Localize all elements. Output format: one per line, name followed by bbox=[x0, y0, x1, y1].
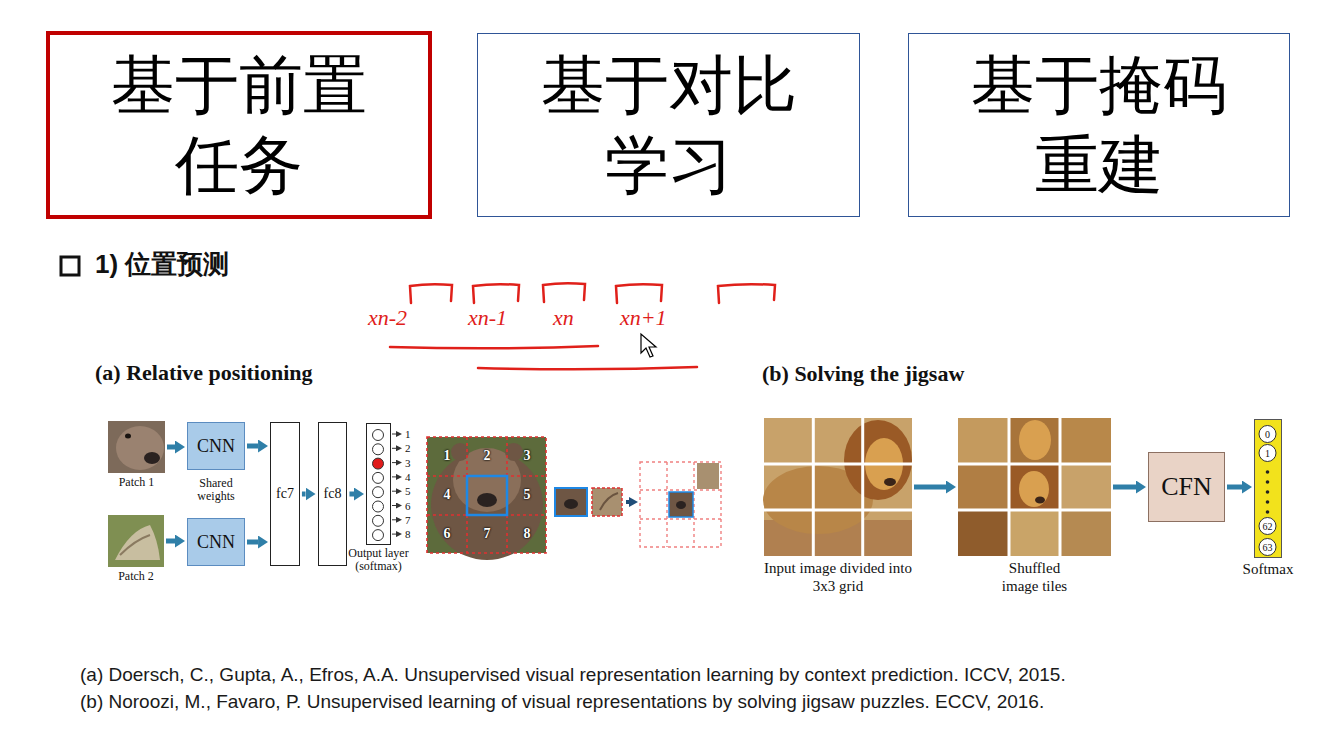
flow-arrow bbox=[1227, 485, 1242, 490]
ellipsis-dot bbox=[1266, 490, 1270, 494]
box-caption: 0 bbox=[1265, 429, 1270, 440]
box-label: fc8 bbox=[324, 486, 342, 502]
box-caption: Patch 1 bbox=[119, 476, 155, 489]
softmax-unit bbox=[1259, 426, 1276, 443]
grid-position-number: 3 bbox=[524, 448, 531, 464]
input-image: Input image divided into 3x3 grid bbox=[764, 418, 912, 556]
box-label: 基于前置 任务 bbox=[89, 45, 389, 205]
fc-layer: fc8 bbox=[318, 422, 348, 566]
patch-image bbox=[108, 421, 165, 473]
grid-position-number: 4 bbox=[444, 487, 451, 503]
softmax-unit bbox=[1259, 518, 1276, 535]
flow-arrow bbox=[247, 540, 258, 545]
class-number: 8 bbox=[405, 527, 411, 541]
box-caption: Patch 2 bbox=[118, 570, 154, 583]
handwritten-note: xn-1 bbox=[468, 306, 507, 330]
category-box: 基于前置 任务 bbox=[46, 31, 432, 219]
box-caption: 63 bbox=[1263, 542, 1273, 553]
neuron bbox=[373, 444, 384, 455]
ellipsis-dot bbox=[1266, 470, 1270, 474]
mouse-cursor bbox=[641, 334, 656, 357]
box-caption: 62 bbox=[1263, 521, 1273, 532]
softmax-unit bbox=[1259, 539, 1276, 556]
neuron-column bbox=[367, 424, 392, 546]
ellipsis-dot bbox=[1266, 480, 1270, 484]
box-caption: Output layer (softmax) bbox=[337, 547, 421, 573]
flow-arrow bbox=[166, 539, 175, 544]
class-number: 1 bbox=[405, 427, 411, 441]
flow-arrow bbox=[1113, 485, 1136, 490]
neuron bbox=[373, 501, 384, 512]
handwritten-note: xn+1 bbox=[620, 306, 667, 330]
handwritten-note: xn-2 bbox=[368, 306, 407, 330]
grid-position-number: 8 bbox=[524, 526, 531, 542]
grid-position-number: 2 bbox=[484, 448, 491, 464]
patch-image: Patch 2 bbox=[108, 515, 164, 567]
patch-image bbox=[108, 515, 164, 567]
flow-arrow bbox=[349, 492, 354, 497]
class-number: 4 bbox=[405, 470, 411, 484]
flow-arrow bbox=[914, 485, 946, 490]
neuron bbox=[373, 458, 384, 469]
flow-arrow bbox=[302, 492, 306, 497]
output-layer: Output layer (softmax) bbox=[366, 423, 391, 545]
softmax-unit bbox=[1259, 445, 1276, 462]
neuron bbox=[373, 430, 384, 441]
bullet-square bbox=[61, 257, 79, 275]
class-number: 5 bbox=[405, 484, 411, 498]
category-box: 基于对比 学习 bbox=[477, 33, 860, 217]
handwritten-note: xn bbox=[553, 306, 574, 330]
patch-image: Patch 1 bbox=[108, 421, 165, 473]
ellipsis-dot bbox=[1266, 510, 1270, 514]
neuron bbox=[373, 515, 384, 526]
box-caption: Input image divided into 3x3 grid bbox=[763, 559, 913, 595]
position-grid bbox=[640, 462, 721, 547]
box-caption: Shuffled image tiles bbox=[990, 559, 1080, 595]
lion-photo bbox=[763, 418, 912, 556]
box-label: fc7 bbox=[276, 486, 294, 502]
bear-photo bbox=[427, 437, 546, 560]
cnn-box: CNN bbox=[187, 518, 245, 566]
cnn-box: CNN bbox=[187, 422, 245, 470]
neuron bbox=[373, 472, 384, 483]
box-label: CNN bbox=[197, 532, 235, 552]
grid-position-number: 6 bbox=[444, 526, 451, 542]
ellipsis-dot bbox=[1266, 500, 1270, 504]
box-label: 基于掩码 重建 bbox=[949, 45, 1249, 205]
shared-weights-note: Shared weights bbox=[184, 477, 248, 503]
neuron bbox=[373, 487, 384, 498]
box-caption: 1 bbox=[1265, 448, 1270, 459]
figure-title: (a) Relative positioning bbox=[95, 360, 313, 386]
category-box: 基于掩码 重建 bbox=[908, 33, 1290, 217]
fc-layer: fc7 bbox=[270, 422, 300, 566]
class-number: 6 bbox=[405, 499, 411, 513]
handwritten-sketch bbox=[390, 283, 775, 369]
class-number: 2 bbox=[405, 441, 411, 455]
class-arrow bbox=[392, 434, 396, 534]
shuffled-image: Shuffled image tiles bbox=[958, 418, 1111, 556]
patch-pair bbox=[555, 488, 629, 516]
shuffled-tiles bbox=[958, 418, 1111, 556]
grid-position-number: 1 bbox=[444, 448, 451, 464]
class-number: 3 bbox=[405, 456, 411, 470]
neuron bbox=[373, 530, 384, 541]
grid-position-number: 7 bbox=[484, 526, 491, 542]
reference: (a) Doersch, C., Gupta, A., Efros, A.A. … bbox=[80, 664, 1066, 686]
grid-position-number: 5 bbox=[524, 487, 531, 503]
softmax-bar: 016263Softmax bbox=[1254, 419, 1282, 558]
cfn-box: CFN bbox=[1148, 452, 1225, 522]
box-caption: Softmax bbox=[1243, 560, 1294, 578]
reference: (b) Noroozi, M., Favaro, P. Unsupervised… bbox=[80, 691, 1044, 713]
flow-arrow bbox=[247, 444, 258, 449]
softmax-units bbox=[1255, 420, 1283, 559]
section-heading: 1) 位置预测 bbox=[95, 249, 229, 279]
class-number: 7 bbox=[405, 513, 411, 527]
flow-arrow bbox=[167, 445, 175, 450]
box-label: 基于对比 学习 bbox=[519, 45, 819, 205]
box-label: CNN bbox=[197, 436, 235, 456]
figure-title: (b) Solving the jigsaw bbox=[762, 361, 964, 387]
box-label: CFN bbox=[1161, 473, 1212, 501]
